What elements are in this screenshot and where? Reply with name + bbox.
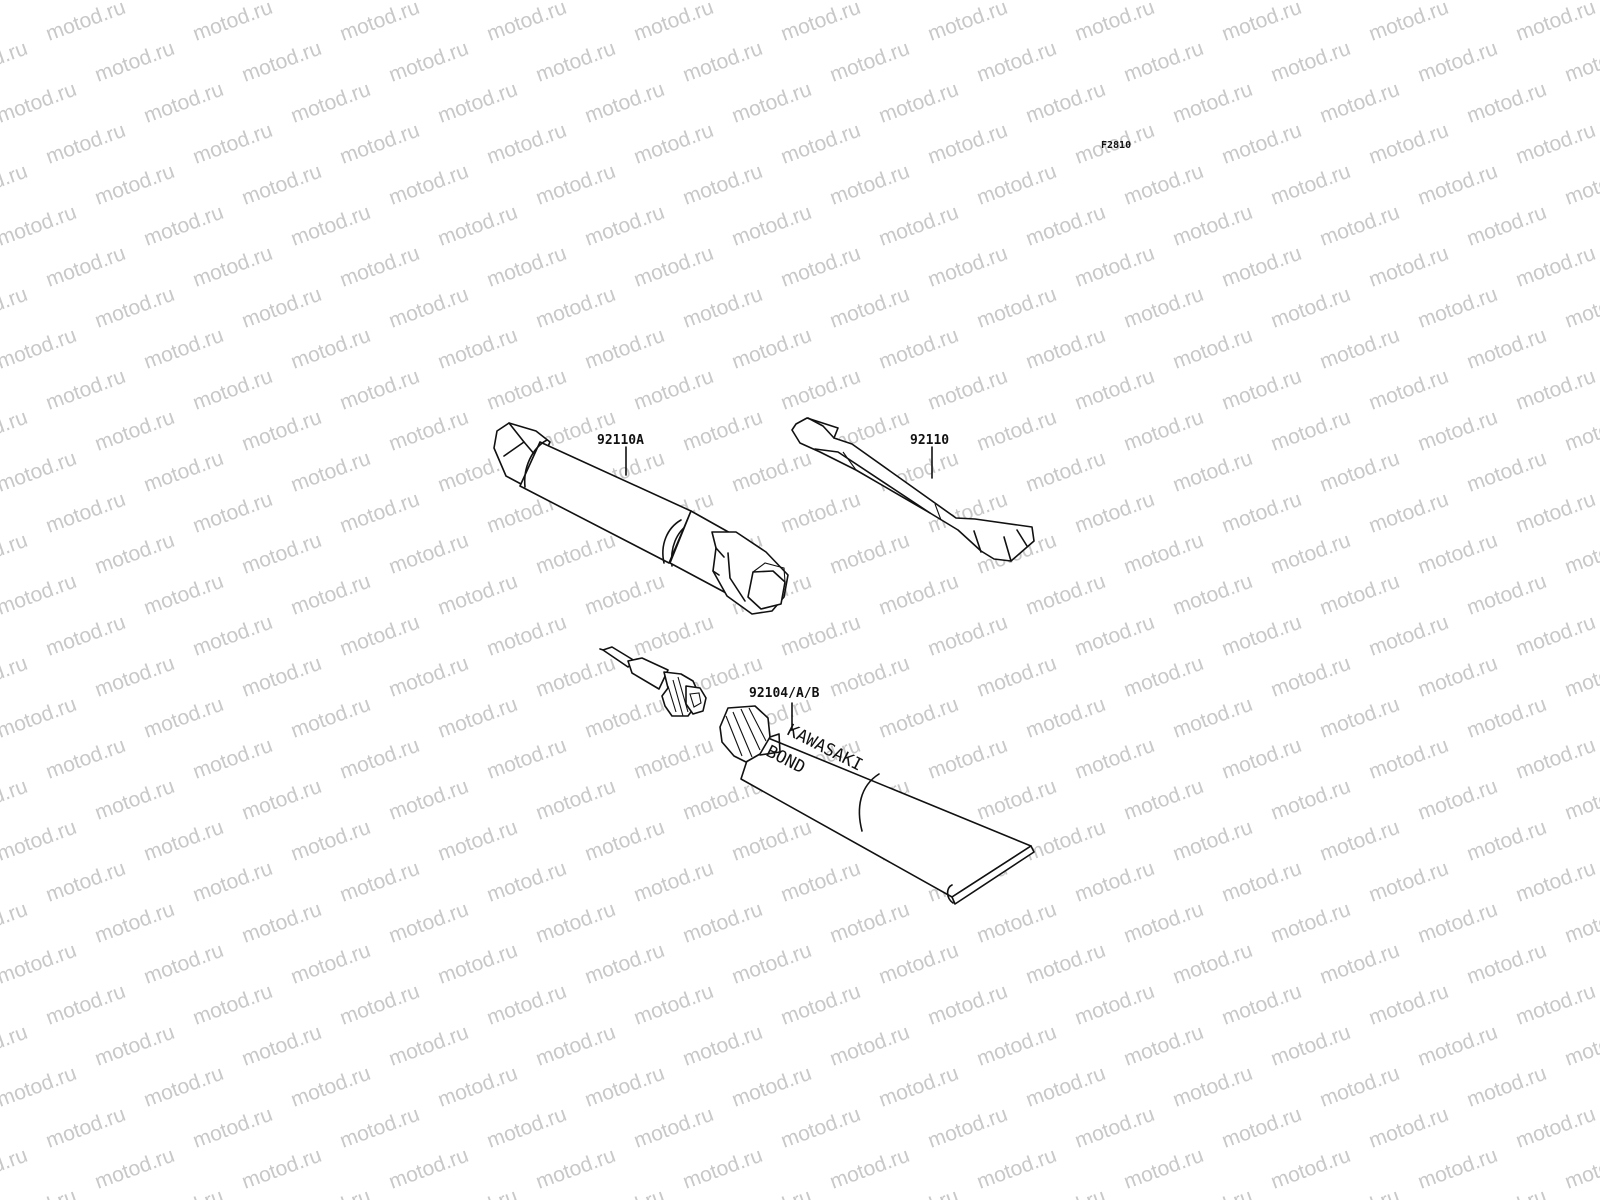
part-label-92110: 92110 — [910, 433, 949, 448]
bond-tube-drawing: KAWASAKI BOND 92104/A/B — [719, 686, 1035, 905]
figure-code: F2810 — [1101, 140, 1131, 151]
part-label-92104-a-b: 92104/A/B — [749, 686, 820, 701]
bond-nozzle-drawing — [599, 646, 707, 717]
plug-wrench-drawing: 92110A — [493, 422, 789, 615]
open-end-wrench-drawing: 92110 — [791, 417, 1035, 562]
part-label-92110A: 92110A — [597, 433, 644, 448]
